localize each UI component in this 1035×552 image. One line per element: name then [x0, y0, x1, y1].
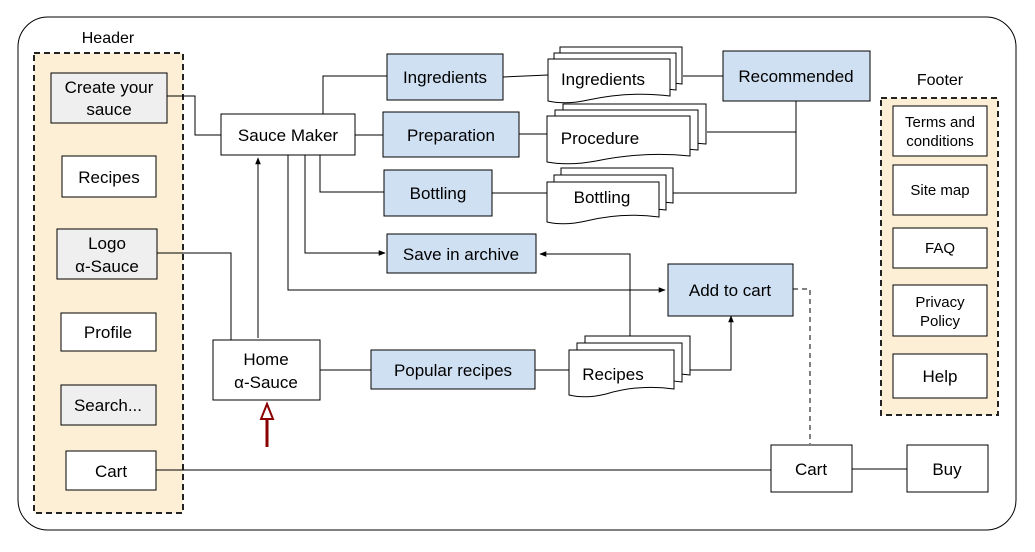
sauce-maker-label: Sauce Maker [238, 126, 338, 145]
procedure-document[interactable]: Procedure [546, 103, 707, 165]
entry-arrow [259, 401, 275, 447]
home-line-2: α-Sauce [234, 373, 298, 392]
sauce-maker-node[interactable]: Sauce Maker [220, 113, 356, 156]
header-section [33, 52, 184, 514]
terms-line-2: conditions [906, 133, 974, 150]
header-title: Header [82, 30, 135, 47]
recipes-doc-label: Recipes [582, 365, 643, 384]
save-archive-label: Save in archive [403, 245, 519, 264]
home-line-1: Home [243, 350, 288, 369]
header-cart-label: Cart [95, 462, 127, 481]
header-logo[interactable]: Logo α-Sauce [56, 228, 158, 280]
sitemap-label: Site map [910, 182, 969, 199]
preparation-node[interactable]: Preparation [382, 111, 520, 158]
bottling-node[interactable]: Bottling [383, 169, 493, 217]
procedure-doc-label: Procedure [561, 129, 639, 148]
bottling-label: Bottling [410, 184, 467, 203]
ingredients-document[interactable]: Ingredients [547, 46, 683, 104]
buy-label: Buy [932, 460, 962, 479]
recommended-node[interactable]: Recommended [722, 50, 871, 102]
popular-label: Popular recipes [394, 361, 512, 380]
cart-label: Cart [795, 460, 827, 479]
recipes-label: Recipes [78, 168, 139, 187]
ingredients-label: Ingredients [403, 68, 487, 87]
header-profile[interactable]: Profile [60, 312, 157, 352]
ingredients-doc-label: Ingredients [561, 70, 645, 89]
create-line-2: sauce [86, 100, 131, 119]
help-label: Help [923, 367, 958, 386]
create-line-1: Create your [65, 78, 154, 97]
recommended-label: Recommended [738, 67, 853, 86]
preparation-label: Preparation [407, 126, 495, 145]
search-label: Search... [74, 396, 142, 415]
header-create-your-sauce[interactable]: Create your sauce [50, 72, 168, 124]
ingredients-node[interactable]: Ingredients [386, 53, 504, 101]
cart-node[interactable]: Cart [770, 444, 853, 493]
header-recipes[interactable]: Recipes [61, 155, 157, 198]
logo-line-2: α-Sauce [75, 257, 139, 276]
footer-help[interactable]: Help [892, 353, 988, 399]
footer-faq[interactable]: FAQ [892, 227, 988, 269]
privacy-line-1: Privacy [915, 294, 965, 311]
footer-privacy-policy[interactable]: Privacy Policy [892, 284, 988, 337]
save-in-archive-node[interactable]: Save in archive [386, 233, 537, 274]
profile-label: Profile [84, 323, 132, 342]
buy-node[interactable]: Buy [906, 444, 989, 493]
header-cart[interactable]: Cart [65, 450, 157, 491]
footer-terms[interactable]: Terms and conditions [892, 105, 988, 157]
footer-title: Footer [917, 72, 964, 89]
bottling-document[interactable]: Bottling [546, 167, 674, 225]
logo-line-1: Logo [88, 234, 126, 253]
add-to-cart-label: Add to cart [689, 281, 771, 300]
header-search[interactable]: Search... [60, 384, 157, 426]
recipes-document[interactable]: Recipes [568, 335, 691, 398]
connectors [156, 74, 907, 471]
add-to-cart-node[interactable]: Add to cart [667, 263, 794, 317]
home-node[interactable]: Home α-Sauce [212, 339, 321, 401]
terms-line-1: Terms and [905, 114, 975, 131]
privacy-line-2: Policy [920, 313, 961, 330]
footer-site-map[interactable]: Site map [892, 164, 988, 216]
faq-label: FAQ [925, 240, 955, 257]
bottling-doc-label: Bottling [574, 188, 631, 207]
popular-recipes-node[interactable]: Popular recipes [370, 349, 536, 390]
